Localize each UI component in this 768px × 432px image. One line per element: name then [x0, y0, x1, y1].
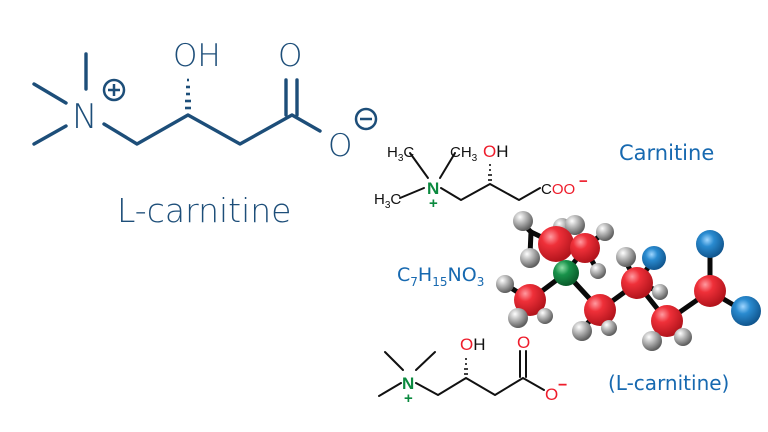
carbon-atom — [538, 226, 574, 262]
hydrogen-atom — [537, 308, 553, 324]
hydrogen-atom — [596, 223, 614, 241]
ball-and-stick-model — [496, 211, 761, 351]
hydrogen-atom — [572, 321, 592, 341]
bond — [378, 382, 402, 397]
nitrogen-charge: + — [404, 390, 413, 407]
positive-charge-icon — [102, 78, 126, 102]
hashed-wedge-bond — [488, 164, 492, 181]
carbon-atom — [584, 294, 616, 326]
carbon-atom — [570, 233, 600, 263]
hydrogen-atom — [520, 248, 540, 268]
condensed-structure: H3C CH3 H3C N + OH COO − — [374, 142, 588, 212]
oxygen-atom — [731, 296, 761, 326]
nitrogen-atom: N — [402, 374, 414, 393]
carboxylate-oxygen: O — [545, 385, 558, 404]
oxygen-atom — [642, 246, 666, 270]
hydrogen-atom — [652, 284, 668, 300]
title-label: Carnitine — [619, 141, 714, 165]
hydroxyl-group: OH — [173, 38, 221, 74]
hydrogen-atom — [508, 308, 528, 328]
hydrogen-atom — [496, 275, 514, 293]
nitrogen-charge: + — [429, 195, 438, 212]
methyl-top-right: CH3 — [450, 144, 478, 164]
hashed-wedge-bond — [464, 358, 468, 375]
hydrogen-atom — [601, 320, 617, 336]
carbon-atom — [621, 267, 653, 299]
nitrogen-atom — [553, 260, 579, 286]
bond-methyl-left-upper — [32, 82, 68, 105]
carbon-atom — [651, 305, 683, 337]
backbone — [415, 377, 545, 396]
carboxylate-group: COO — [541, 181, 575, 198]
hydrogen-atom — [513, 211, 533, 231]
carbon-atom — [514, 284, 546, 316]
methyl-bottom-left: H3C — [374, 191, 401, 211]
carbon-backbone — [102, 113, 322, 146]
backbone — [440, 183, 541, 201]
bond — [415, 351, 436, 371]
nitrogen-atom: N — [427, 179, 439, 198]
oxygen-atom — [696, 230, 724, 258]
hydrogen-atom — [674, 328, 692, 346]
hydrogen-atom — [616, 247, 636, 267]
bond — [399, 187, 425, 199]
hydroxyl-group: OH — [460, 335, 486, 354]
large-structure: N OH O O L-carnitine — [32, 38, 378, 230]
skeletal-structure: N + OH O O − — [378, 333, 567, 407]
nitrogen-atom: N — [72, 97, 97, 137]
carbon-atom — [694, 275, 726, 307]
molecular-formula: C7H15NO3 — [397, 264, 484, 289]
hashed-wedge-bond — [185, 78, 191, 110]
carboxylate-oxygen: O — [328, 128, 352, 164]
carbonyl-oxygen: O — [278, 38, 302, 74]
carboxylate-charge: − — [579, 173, 588, 190]
carboxylate-charge: − — [558, 377, 567, 394]
model-caption: (L-carnitine) — [608, 371, 729, 395]
bond — [384, 351, 404, 371]
bond — [439, 152, 456, 179]
hydrogen-atom — [590, 263, 606, 279]
negative-charge-icon — [354, 107, 378, 131]
hydrogen-atom — [642, 331, 662, 351]
bond — [409, 152, 429, 179]
bond-methyl-left-lower — [32, 124, 68, 146]
methyl-top-left: H3C — [387, 144, 414, 164]
structure-name-label: L-carnitine — [117, 191, 291, 230]
hydrogen-atom — [565, 215, 585, 235]
carbonyl-oxygen: O — [517, 333, 530, 352]
hydroxyl-group: OH — [483, 142, 509, 161]
